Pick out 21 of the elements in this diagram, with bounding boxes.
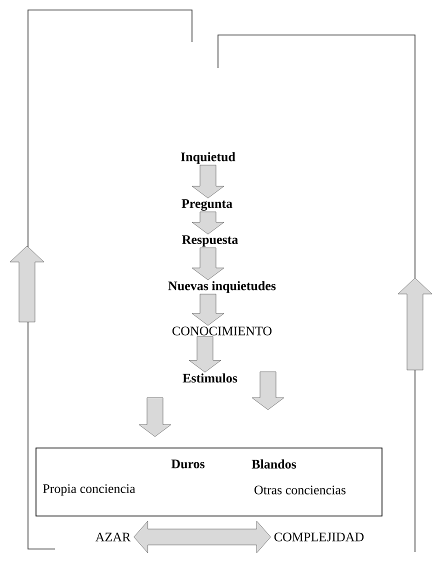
label-text: Blandos xyxy=(252,459,296,469)
block-arrow xyxy=(192,248,224,280)
block-arrow xyxy=(134,520,271,554)
label-text: Pregunta xyxy=(182,199,232,211)
label-text: Duros xyxy=(171,460,205,468)
block-arrow xyxy=(192,294,224,326)
label-text: Estimulos xyxy=(182,373,238,383)
label-text: Propia conciencia xyxy=(43,484,136,496)
block-arrow xyxy=(138,398,172,437)
label-text: Nuevas inquietudes xyxy=(168,281,276,293)
block-arrow xyxy=(188,336,222,372)
label-text: CONOCIMIENTO xyxy=(172,326,272,336)
label-text: Inquietud xyxy=(180,152,236,164)
label-text: Otras conciencias xyxy=(254,486,346,494)
label-text: COMPLEJIDAD xyxy=(274,532,364,542)
block-arrow xyxy=(252,372,284,410)
block-arrow xyxy=(192,212,224,234)
block-arrow xyxy=(192,164,224,198)
group-box xyxy=(36,448,382,516)
label-text: AZAR xyxy=(95,532,131,542)
label-text: Respuesta xyxy=(182,235,238,247)
